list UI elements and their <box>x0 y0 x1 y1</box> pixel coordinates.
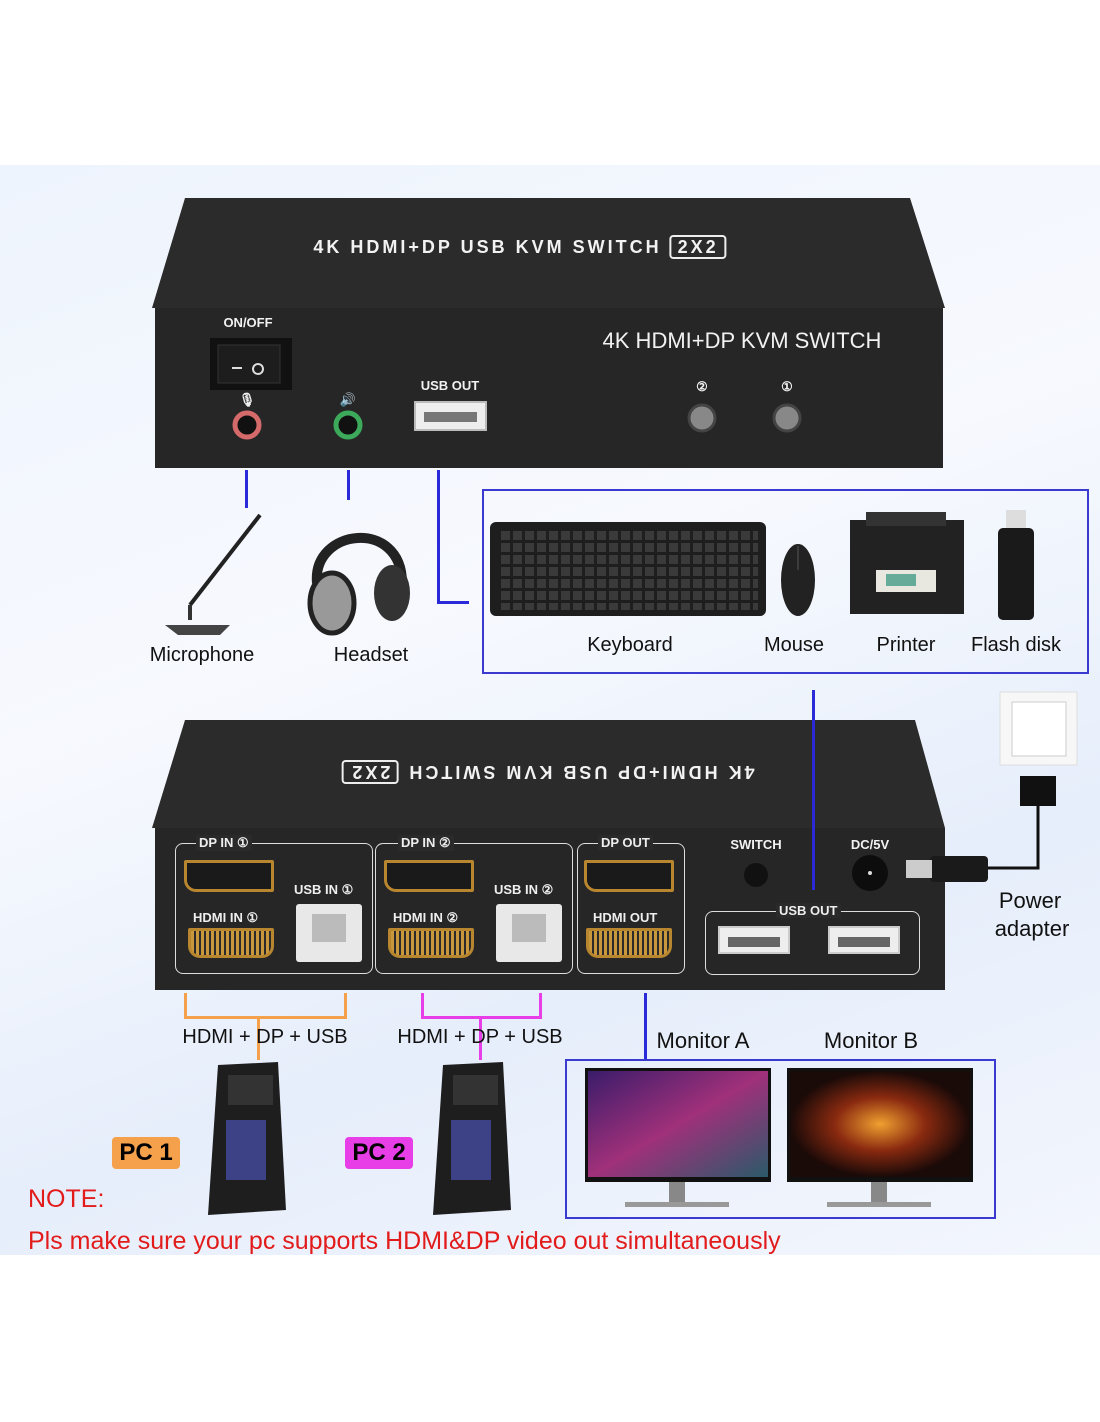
peripheral-to-usb-out-line <box>812 690 815 890</box>
flash-disk-label: Flash disk <box>970 634 1062 656</box>
pc2-bracket-right <box>539 993 542 1018</box>
usb-line-h <box>437 601 469 604</box>
power-adapter-image <box>906 691 1078 882</box>
microphone-image <box>165 513 262 635</box>
microphone-label: Microphone <box>149 644 255 666</box>
monitors-box <box>565 1059 996 1219</box>
dc-label: DC/5V <box>850 837 890 852</box>
hdmi-out-port <box>586 928 672 958</box>
top-lid-text: 4K HDMI+DP USB KVM SWITCH 2X2 <box>313 235 727 259</box>
pc2-line <box>479 1016 482 1060</box>
dp-out-port <box>584 860 674 892</box>
dp-in-1-port <box>184 860 274 892</box>
monitors-image <box>585 1068 973 1207</box>
flash-disk-image <box>998 510 1034 620</box>
power-adapter-label-2: adapter <box>994 916 1070 941</box>
pc1-bracket-left <box>184 993 187 1018</box>
pc1-line <box>257 1016 260 1060</box>
switch-label: SWITCH <box>730 837 782 852</box>
mouse-image <box>781 544 815 616</box>
usb-out-label: USB OUT <box>420 378 480 393</box>
hdmi-in-2-port <box>388 928 474 958</box>
monitor-a-label: Monitor A <box>656 1028 750 1053</box>
speaker-icon: 🔊 <box>339 392 357 407</box>
headset-line <box>347 470 350 500</box>
mouse-label: Mouse <box>763 634 825 656</box>
usb-out-port-2 <box>828 926 900 954</box>
keyboard-image <box>490 522 766 616</box>
power-switch-label: ON/OFF <box>223 315 273 330</box>
printer-label: Printer <box>876 634 936 656</box>
usb-in-1-port <box>296 904 362 962</box>
pc2-tower-image <box>433 1062 511 1215</box>
monitor-line <box>644 993 647 1059</box>
button-1-label: ① <box>781 379 793 394</box>
pc1-badge: PC 1 <box>112 1137 180 1169</box>
usb-out-group: USB OUT <box>705 903 920 975</box>
headset-image <box>307 532 410 636</box>
pc2-connection-label: HDMI + DP + USB <box>397 1026 563 1048</box>
bottom-lid-text: 4K HDMI+DP USB KVM SWITCH 2X2 <box>341 760 755 784</box>
pc2-bracket-left <box>421 993 424 1018</box>
usb-in-2-port <box>496 904 562 962</box>
headset-label: Headset <box>333 644 409 666</box>
note-text: Pls make sure your pc supports HDMI&DP v… <box>28 1227 781 1255</box>
keyboard-label: Keyboard <box>587 634 673 656</box>
pc1-connection-label: HDMI + DP + USB <box>182 1026 348 1048</box>
hdmi-in-1-port <box>188 928 274 958</box>
button-2-label: ② <box>696 379 708 394</box>
pc2-badge: PC 2 <box>345 1137 413 1169</box>
mic-line <box>245 470 248 508</box>
microphone-icon: 🎙 <box>238 392 256 407</box>
printer-image <box>850 512 964 614</box>
pc1-tower-image <box>208 1062 286 1215</box>
pc1-bracket-h <box>184 1016 347 1019</box>
power-adapter-label-1: Power <box>998 888 1062 913</box>
input-1-group: DP IN ① HDMI IN ① USB IN ① <box>175 835 373 974</box>
output-group: DP OUT HDMI OUT <box>577 835 685 974</box>
dp-in-2-port <box>384 860 474 892</box>
monitor-b-label: Monitor B <box>823 1028 919 1053</box>
note-title: NOTE: <box>28 1185 105 1213</box>
top-front-title: 4K HDMI+DP KVM SWITCH <box>602 328 882 353</box>
pc1-bracket-right <box>344 993 347 1018</box>
top-kvm-device <box>152 198 945 468</box>
input-2-group: DP IN ② HDMI IN ② USB IN ② <box>375 835 573 974</box>
usb-line <box>437 470 440 604</box>
usb-out-port-1 <box>718 926 790 954</box>
usb-peripherals-box <box>482 489 1089 674</box>
